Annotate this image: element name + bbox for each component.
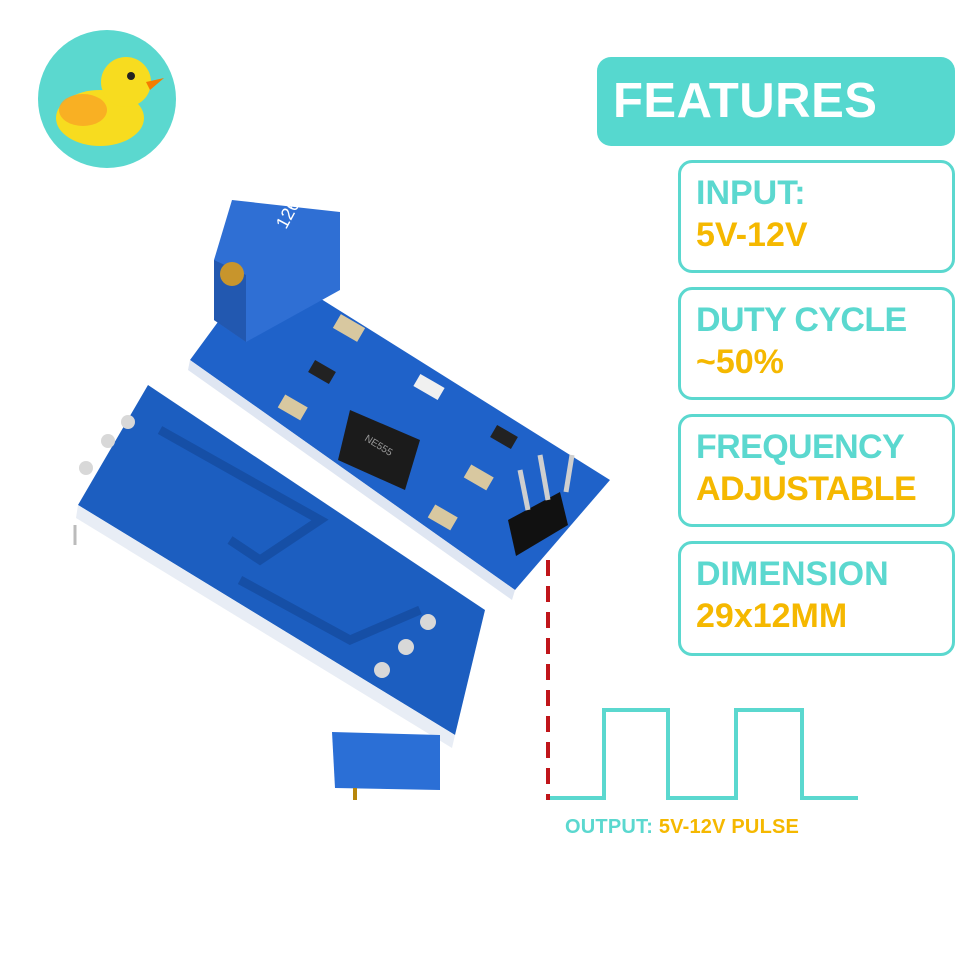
output-value: 5V-12V PULSE [658, 816, 800, 838]
feature-card-dimension: DIMENSION 29x12MM [678, 541, 955, 656]
brand-logo [38, 30, 176, 168]
ne555-chip [338, 410, 420, 490]
feature-value: ADJUSTABLE [696, 470, 917, 508]
feature-value: 5V-12V [696, 216, 808, 254]
pcb-front: 126 501 NE555 [188, 165, 610, 600]
feature-card-frequency: FREQUENCY ADJUSTABLE [678, 414, 955, 527]
feature-card-input: INPUT: 5V-12V [678, 160, 955, 273]
feature-label: DIMENSION [696, 555, 889, 593]
pin-header [508, 492, 568, 556]
feature-value: 29x12MM [696, 597, 848, 635]
feature-label: DUTY CYCLE [696, 301, 907, 339]
output-caption: OUTPUT: 5V-12V PULSE [565, 816, 799, 839]
feature-label: INPUT: [696, 174, 806, 212]
square-wave-icon [550, 708, 858, 800]
pcb-back [73, 385, 485, 800]
feature-card-duty-cycle: DUTY CYCLE ~50% [678, 287, 955, 400]
features-title: FEATURES [597, 57, 955, 146]
output-label: OUTPUT: [565, 816, 654, 838]
duck-icon [56, 57, 164, 146]
feature-value: ~50% [696, 343, 784, 381]
feature-label: FREQUENCY [696, 428, 905, 466]
